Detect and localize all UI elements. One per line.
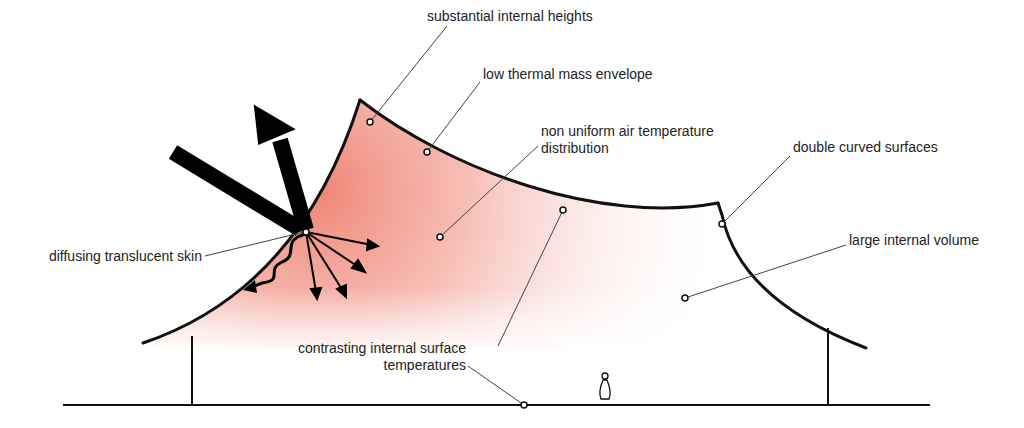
structure [63, 328, 930, 405]
fade-overlay [140, 100, 870, 350]
callout-label: low thermal mass envelope [483, 66, 703, 83]
solar-arrows [173, 105, 306, 230]
anchor-dots [303, 119, 725, 408]
callout-label: diffusing translucent skin [14, 248, 202, 265]
leader-lines [205, 26, 846, 405]
callout-label: non uniform air temperature distribution [541, 123, 719, 157]
person-figure [600, 373, 610, 399]
reflected-wave [252, 234, 306, 287]
roof-outline [143, 100, 866, 348]
callout-label: substantial internal heights [427, 8, 647, 25]
callout-label: double curved surfaces [793, 139, 993, 156]
callout-label: large internal volume [849, 232, 1019, 249]
wave-arrowhead [243, 280, 257, 293]
callout-label: contrasting internal surface temperature… [290, 340, 466, 374]
diffuse-rays [306, 232, 378, 299]
